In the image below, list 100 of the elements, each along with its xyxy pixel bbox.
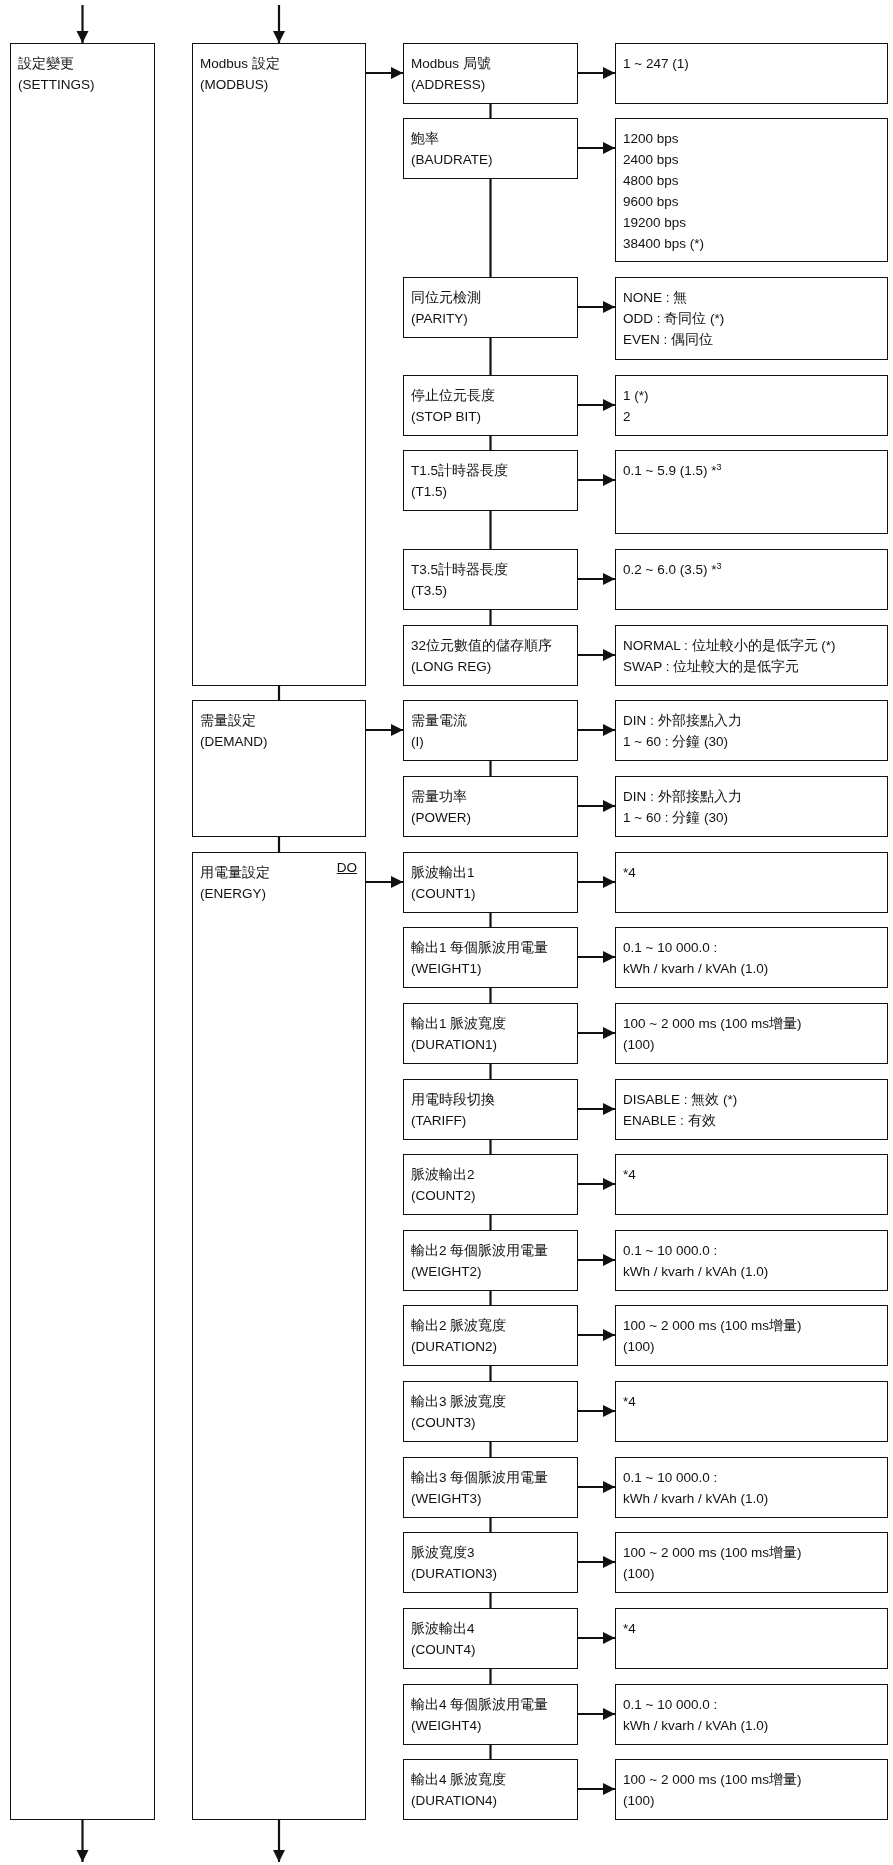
value-box (615, 852, 888, 913)
value-text: 0.2 ~ 6.0 (3.5) *$^{3}$ (623, 559, 722, 579)
arrow (578, 1253, 615, 1267)
arrow (578, 1177, 615, 1191)
connector-line (489, 104, 492, 118)
arrow (578, 141, 615, 155)
menu-label: (DEMAND) (200, 733, 268, 751)
setting-box (403, 1154, 578, 1215)
value-box (615, 375, 888, 436)
arrow (366, 66, 403, 80)
connector-line (489, 761, 492, 776)
value-box (615, 1532, 888, 1593)
arrow (272, 1820, 286, 1862)
value-text: NORMAL : 位址較小的是低字元 (*) (623, 637, 836, 655)
value-text: *4 (623, 1166, 636, 1184)
value-text: kWh / kvarh / kVAh (1.0) (623, 1717, 769, 1735)
value-box (615, 776, 888, 837)
setting-box (403, 1608, 578, 1669)
value-text: DIN : 外部接點入力 (623, 712, 742, 730)
value-text: 1 ~ 60 : 分鐘 (30) (623, 809, 728, 827)
value-text: 19200 bps (623, 214, 687, 232)
setting-box (403, 1079, 578, 1140)
value-box (615, 1684, 888, 1745)
setting-label: (WEIGHT1) (411, 960, 482, 978)
arrow (366, 875, 403, 889)
value-box (615, 700, 888, 761)
setting-box (403, 852, 578, 913)
value-text: ODD : 奇同位 (*) (623, 310, 725, 328)
connector-line (489, 610, 492, 625)
connector-line (489, 1215, 492, 1230)
value-box (615, 1154, 888, 1215)
setting-box (403, 776, 578, 837)
menu-label: 設定變更 (18, 55, 74, 73)
setting-label: (POWER) (411, 809, 471, 827)
arrow (578, 1707, 615, 1721)
value-text: 0.1 ~ 5.9 (1.5) *$^{3}$ (623, 460, 722, 480)
value-text: (100) (623, 1565, 655, 1583)
setting-box (403, 1532, 578, 1593)
setting-label: 脈波寬度3 (411, 1544, 475, 1562)
setting-label: (ADDRESS) (411, 76, 486, 94)
setting-label: (COUNT3) (411, 1414, 476, 1432)
value-text: 100 ~ 2 000 ms (100 ms增量) (623, 1317, 802, 1335)
value-text: 100 ~ 2 000 ms (100 ms增量) (623, 1015, 802, 1033)
value-text: ENABLE : 有效 (623, 1112, 716, 1130)
arrow (76, 1820, 89, 1862)
value-text: SWAP : 位址較大的是低字元 (623, 658, 800, 676)
setting-label: 輸出2 每個脈波用電量 (411, 1242, 549, 1260)
setting-label: 輸出2 脈波寬度 (411, 1317, 507, 1335)
connector-line (277, 837, 281, 852)
value-box (615, 1305, 888, 1366)
menu-group-box (192, 43, 366, 686)
setting-label: (WEIGHT4) (411, 1717, 482, 1735)
value-text: 38400 bps (*) (623, 235, 705, 253)
arrow (578, 648, 615, 662)
arrow (578, 300, 615, 314)
menu-label: (MODBUS) (200, 76, 269, 94)
setting-label: (WEIGHT2) (411, 1263, 482, 1281)
value-box (615, 927, 888, 988)
setting-label: 停止位元長度 (411, 387, 495, 405)
value-text: 0.1 ~ 10 000.0 : (623, 1469, 718, 1487)
arrow (578, 1555, 615, 1569)
value-text: 2400 bps (623, 151, 679, 169)
value-box (615, 450, 888, 534)
setting-box (403, 1305, 578, 1366)
setting-label: (LONG REG) (411, 658, 492, 676)
value-box (615, 118, 888, 262)
setting-label: (TARIFF) (411, 1112, 467, 1130)
menu-label: (ENERGY) (200, 885, 266, 903)
arrow (578, 1328, 615, 1342)
value-text: *4 (623, 1620, 636, 1638)
setting-label: 32位元數值的儲存順序 (411, 637, 553, 655)
value-text: 1200 bps (623, 130, 679, 148)
setting-label: (WEIGHT3) (411, 1490, 482, 1508)
menu-label: 用電量設定 (200, 864, 270, 882)
setting-label: (DURATION3) (411, 1565, 497, 1583)
connector-line (489, 1518, 492, 1532)
setting-box (403, 700, 578, 761)
connector-line (489, 913, 492, 927)
arrow (578, 1404, 615, 1418)
arrow (578, 398, 615, 412)
menu-group-box (192, 700, 366, 837)
value-text: kWh / kvarh / kVAh (1.0) (623, 960, 769, 978)
menu-group-box (10, 43, 155, 1820)
setting-box (403, 1457, 578, 1518)
value-text: *4 (623, 864, 636, 882)
value-text: (100) (623, 1338, 655, 1356)
setting-label: 輸出4 每個脈波用電量 (411, 1696, 549, 1714)
value-box (615, 1608, 888, 1669)
output-tag: DO (336, 859, 357, 877)
setting-label: 鮑率 (411, 130, 439, 148)
arrow (578, 1026, 615, 1040)
value-text: NONE : 無 (623, 289, 688, 307)
setting-label: (COUNT4) (411, 1641, 476, 1659)
value-box (615, 277, 888, 360)
value-text: 0.1 ~ 10 000.0 : (623, 1696, 718, 1714)
menu-label: (SETTINGS) (18, 76, 95, 94)
setting-box (403, 625, 578, 686)
setting-box (403, 277, 578, 338)
value-box (615, 549, 888, 610)
value-box (615, 1381, 888, 1442)
